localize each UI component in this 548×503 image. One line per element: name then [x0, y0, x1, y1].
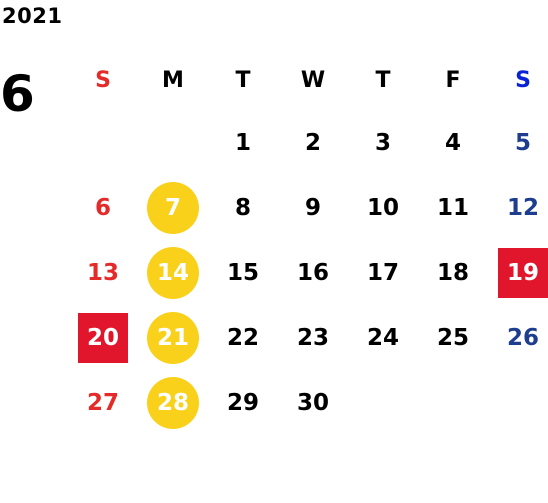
weekday-header-sun: S [95, 67, 111, 93]
day-number: 12 [506, 194, 539, 221]
day-number: 5 [514, 129, 531, 156]
day-cell-tue: 22 [208, 305, 278, 370]
weekday-header-wed: W [300, 67, 326, 93]
day-number [147, 117, 199, 169]
day-cell-sun: 6 [68, 175, 138, 240]
day-number: 9 [304, 194, 321, 221]
month-number: 6 [0, 65, 35, 123]
day-number [427, 377, 479, 429]
day-cell-mon: 21 [138, 305, 208, 370]
day-cell-sun: 20 [68, 305, 138, 370]
weekday-header-thu: T [375, 67, 391, 93]
day-cell-fri [418, 370, 488, 435]
day-cell-tue: 15 [208, 240, 278, 305]
day-number: 25 [436, 324, 469, 351]
day-number: 3 [374, 129, 391, 156]
day-cell-fri: 11 [418, 175, 488, 240]
day-number: 18 [436, 259, 469, 286]
highlighted-day: 28 [147, 376, 199, 429]
highlighted-day: 21 [147, 311, 199, 364]
day-cell-sat: 19 [488, 240, 548, 305]
day-cell-fri: 18 [418, 240, 488, 305]
day-cell-sat: 26 [488, 305, 548, 370]
day-number: 4 [444, 129, 461, 156]
day-number: 2 [304, 129, 321, 156]
day-cell-thu [348, 370, 418, 435]
weekday-header-tue: T [235, 67, 251, 93]
day-number: 16 [296, 259, 329, 286]
day-number [77, 117, 129, 169]
day-number: 11 [436, 194, 469, 221]
day-number: 15 [226, 259, 259, 286]
highlighted-day: 7 [147, 181, 199, 234]
day-number: 23 [296, 324, 329, 351]
day-cell-mon: 7 [138, 175, 208, 240]
day-number: 13 [86, 259, 119, 286]
day-cell-wed: 23 [278, 305, 348, 370]
day-cell-thu: 24 [348, 305, 418, 370]
day-number: 6 [94, 194, 111, 221]
day-cell-tue: 1 [208, 110, 278, 175]
day-cell-sun: 13 [68, 240, 138, 305]
day-cell-thu: 17 [348, 240, 418, 305]
holiday-day: 19 [498, 247, 548, 298]
day-cell-thu: 3 [348, 110, 418, 175]
day-cell-wed: 30 [278, 370, 348, 435]
day-cell-fri: 4 [418, 110, 488, 175]
day-number: 26 [506, 324, 539, 351]
weekday-header-mon: M [162, 67, 184, 93]
day-cell-sun [68, 110, 138, 175]
day-cell-tue: 8 [208, 175, 278, 240]
day-number: 17 [366, 259, 399, 286]
day-cell-wed: 16 [278, 240, 348, 305]
day-number: 1 [234, 129, 251, 156]
day-cell-mon: 28 [138, 370, 208, 435]
day-cell-sat [488, 370, 548, 435]
day-cell-sat: 12 [488, 175, 548, 240]
year-label: 2021 [2, 4, 63, 28]
weekday-header-fri: F [445, 67, 461, 93]
day-number: 30 [296, 389, 329, 416]
highlighted-day: 14 [147, 246, 199, 299]
day-number [357, 377, 409, 429]
day-cell-thu: 10 [348, 175, 418, 240]
day-cell-wed: 2 [278, 110, 348, 175]
day-cell-sun: 27 [68, 370, 138, 435]
day-number: 27 [86, 389, 119, 416]
day-number: 29 [226, 389, 259, 416]
day-cell-mon: 14 [138, 240, 208, 305]
day-number: 22 [226, 324, 259, 351]
day-cell-tue: 29 [208, 370, 278, 435]
day-cell-sat: 5 [488, 110, 548, 175]
day-cell-fri: 25 [418, 305, 488, 370]
day-number: 24 [366, 324, 399, 351]
day-cell-wed: 9 [278, 175, 348, 240]
day-cell-mon [138, 110, 208, 175]
holiday-day: 20 [78, 312, 128, 363]
day-number [497, 377, 548, 429]
weekday-header-sat: S [515, 67, 531, 93]
day-number: 8 [234, 194, 251, 221]
day-number: 10 [366, 194, 399, 221]
